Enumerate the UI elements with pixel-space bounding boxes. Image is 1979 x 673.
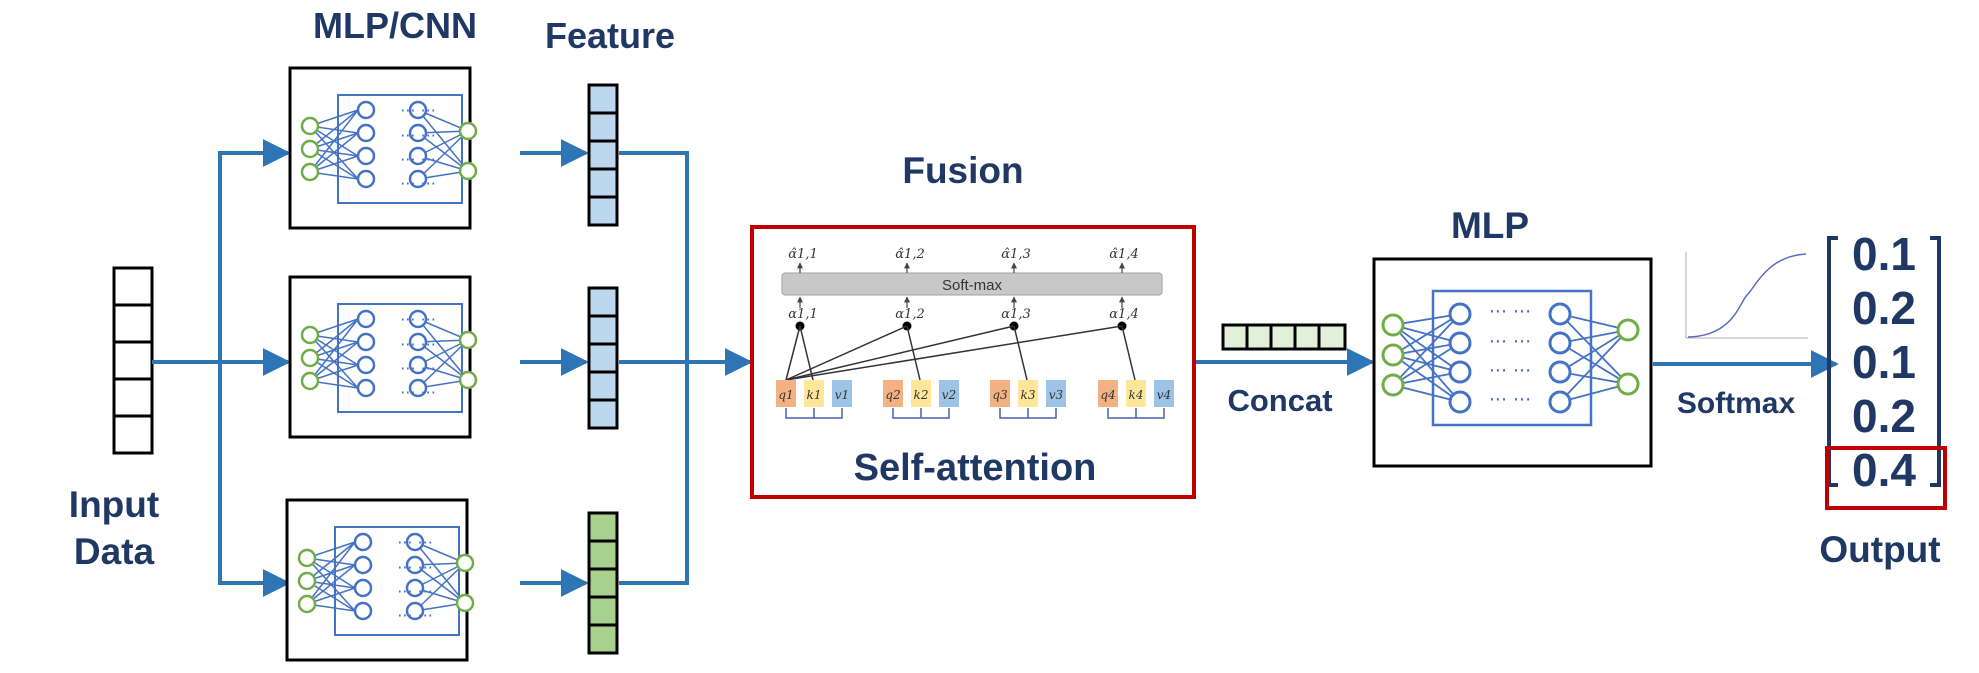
encoder-network-bottom [285, 498, 475, 662]
feature-vector-top [587, 83, 619, 227]
v-1: v1 [835, 388, 849, 402]
output-value-3: 0.1 [1852, 336, 1916, 388]
network-dots: ··· ··· [400, 383, 436, 402]
network-dots: ··· ··· [397, 582, 433, 601]
fusion-self-attention-box: Soft-max α̂1,1 α̂1,2 α̂1,3 α̂1,4 α1,1 α1… [750, 225, 1196, 499]
k-2: k2 [914, 388, 929, 402]
feature-to-fusion-arrows [619, 151, 753, 585]
network-dots: ··· ··· [400, 310, 436, 329]
softmax-label: Softmax [1677, 387, 1796, 420]
mlp-cnn-label: MLP/CNN [313, 5, 477, 46]
output-vector: 0.1 0.2 0.1 0.2 0.4 [1827, 228, 1941, 496]
input-data-label-line2: Data [74, 531, 155, 572]
network-dots: ··· ··· [400, 174, 436, 193]
q-4: q4 [1100, 388, 1115, 402]
mlp-label: MLP [1451, 205, 1529, 246]
q-3: q3 [992, 388, 1008, 402]
alpha-4: α1,4 [1109, 307, 1138, 322]
alpha-hat-4: α̂1,4 [1109, 247, 1138, 262]
v-3: v3 [1049, 388, 1064, 402]
output-highlight-box [1825, 446, 1947, 510]
k-1: k1 [807, 388, 822, 402]
network-dots: ··· ··· [397, 606, 433, 625]
feature-vector-bottom [587, 511, 619, 655]
network-dots: ··· ··· [1489, 331, 1531, 353]
network-dots: ··· ··· [400, 359, 436, 378]
q-2: q2 [885, 388, 900, 402]
q-1: q1 [778, 388, 793, 402]
encoder-network-middle [288, 275, 478, 439]
encoder-to-feature-arrows [520, 139, 589, 597]
input-branch-arrows [152, 139, 291, 597]
v-2: v2 [942, 388, 956, 402]
output-value-1: 0.1 [1852, 228, 1916, 280]
output-value-5: 0.4 [1852, 444, 1916, 496]
network-dots: ··· ··· [397, 533, 433, 552]
alpha-hat-2: α̂1,2 [895, 247, 924, 262]
network-dots: ··· ··· [400, 101, 436, 120]
network-dots: ··· ··· [400, 335, 436, 354]
network-dots: ··· ··· [1489, 360, 1531, 382]
network-dots: ··· ··· [1489, 389, 1531, 411]
final-mlp-network [1372, 257, 1653, 468]
alpha-1: α1,1 [788, 307, 817, 322]
self-attention-label: Self-attention [854, 447, 1097, 489]
k-3: k3 [1021, 388, 1036, 402]
alpha-2: α1,2 [895, 307, 924, 322]
softmax-bar-label: Soft-max [942, 277, 1003, 294]
alpha-3: α1,3 [1001, 307, 1030, 322]
input-data-vector [112, 266, 154, 455]
feature-vector-middle [587, 286, 619, 430]
k-4: k4 [1129, 388, 1144, 402]
feature-label: Feature [545, 15, 675, 56]
encoder-network-top [288, 66, 478, 230]
network-dots: ··· ··· [1489, 301, 1531, 323]
concat-label: Concat [1227, 383, 1332, 418]
fusion-label: Fusion [902, 150, 1023, 191]
output-label: Output [1819, 529, 1940, 570]
v-4: v4 [1157, 388, 1171, 402]
output-value-2: 0.2 [1852, 282, 1916, 334]
alpha-hat-3: α̂1,3 [1001, 247, 1030, 262]
concat-vector [1221, 323, 1347, 351]
input-data-label-line1: Input [69, 484, 159, 525]
output-value-4: 0.2 [1852, 390, 1916, 442]
alpha-hat-1: α̂1,1 [788, 247, 817, 262]
network-dots: ··· ··· [400, 126, 436, 145]
network-dots: ··· ··· [397, 558, 433, 577]
network-dots: ··· ··· [400, 150, 436, 169]
sigmoid-curve-thumbnail [1678, 246, 1814, 342]
